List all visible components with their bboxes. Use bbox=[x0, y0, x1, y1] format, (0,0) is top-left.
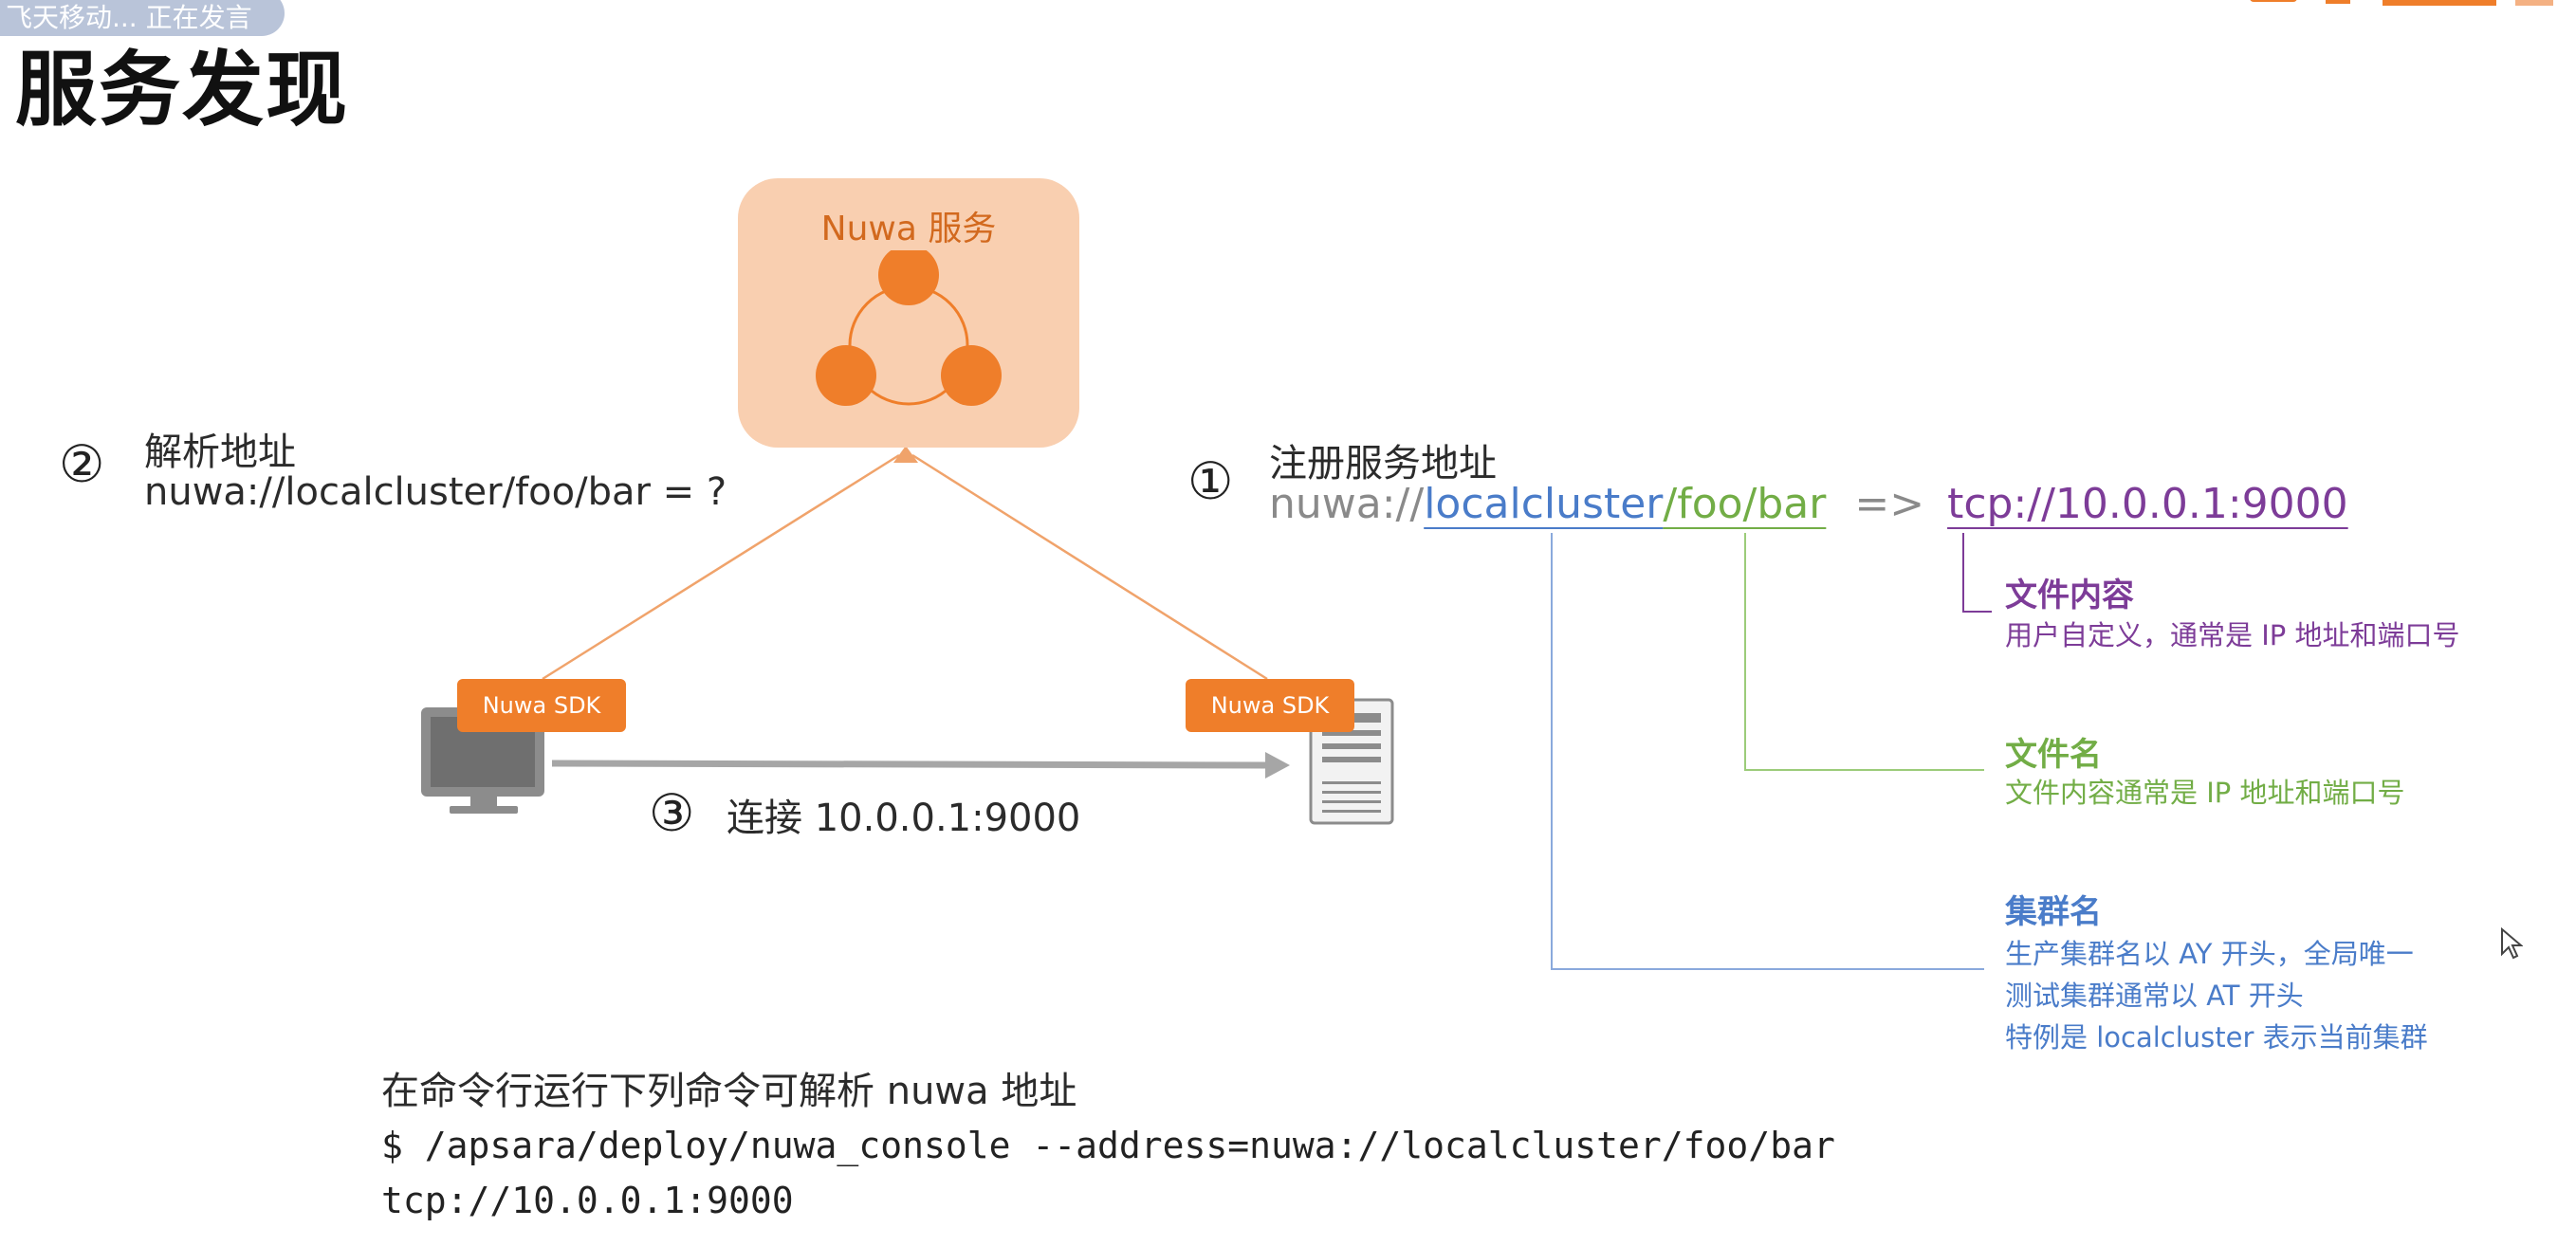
file-name-title: 文件名 bbox=[2005, 736, 2102, 774]
cluster-name-line-1: 生产集群名以 AY 开头，全局唯一 bbox=[2005, 938, 2414, 970]
arrow-head-icon bbox=[893, 446, 918, 463]
nuwa-service-node: Nuwa 服务 bbox=[738, 178, 1079, 448]
register-address: nuwa://localcluster/foo/bar => tcp://10.0.… bbox=[1269, 480, 2348, 528]
step-register-title: 注册服务地址 bbox=[1269, 442, 1497, 486]
address-file: /foo/bar bbox=[1663, 480, 1827, 528]
connect-arrow-head-icon bbox=[1265, 752, 1290, 779]
mouse-cursor-icon bbox=[2501, 927, 2523, 960]
file-content-title: 文件内容 bbox=[2005, 577, 2134, 614]
left-sdk-to-nuwa-line bbox=[542, 453, 900, 681]
command-output: tcp://10.0.0.1:9000 bbox=[381, 1180, 794, 1221]
step-resolve-title: 解析地址 bbox=[144, 431, 296, 474]
file-content-desc: 用户自定义，通常是 IP 地址和端口号 bbox=[2005, 619, 2460, 651]
step-register-number: ① bbox=[1187, 451, 1234, 511]
cluster-name-line-2: 测试集群通常以 AT 开头 bbox=[2005, 980, 2304, 1012]
connect-arrow-line bbox=[551, 760, 1270, 769]
purple-leader-line bbox=[1962, 533, 1992, 613]
step-connect-label: 连接 10.0.0.1:9000 bbox=[727, 797, 1081, 840]
file-name-desc: 文件内容通常是 IP 地址和端口号 bbox=[2005, 777, 2405, 809]
address-target: tcp://10.0.0.1:9000 bbox=[1947, 480, 2348, 528]
cluster-icon bbox=[816, 250, 1002, 406]
right-sdk-to-nuwa-line bbox=[911, 453, 1268, 681]
nuwa-service-label: Nuwa 服务 bbox=[820, 210, 997, 248]
right-nuwa-sdk-badge: Nuwa SDK bbox=[1186, 679, 1354, 732]
logo-icon bbox=[2250, 0, 2553, 6]
step-connect-number: ③ bbox=[649, 783, 695, 843]
command-line: $ /apsara/deploy/nuwa_console --address=… bbox=[381, 1125, 1835, 1166]
speaker-status-badge: 飞天移动... 正在发言 bbox=[0, 0, 285, 36]
address-arrow: => bbox=[1854, 480, 1925, 528]
blue-leader-line bbox=[1551, 533, 1984, 970]
slide-title: 服务发现 bbox=[15, 43, 349, 137]
cluster-name-line-3: 特例是 localcluster 表示当前集群 bbox=[2005, 1021, 2428, 1054]
command-intro: 在命令行运行下列命令可解析 nuwa 地址 bbox=[381, 1070, 1077, 1113]
green-leader-line bbox=[1744, 533, 1984, 771]
address-prefix: nuwa:// bbox=[1269, 480, 1425, 528]
address-cluster: localcluster bbox=[1424, 480, 1664, 528]
step-resolve-query: nuwa://localcluster/foo/bar = ? bbox=[144, 470, 727, 514]
step-resolve-number: ② bbox=[59, 434, 105, 494]
cluster-name-title: 集群名 bbox=[2005, 893, 2102, 931]
left-nuwa-sdk-badge: Nuwa SDK bbox=[457, 679, 626, 732]
